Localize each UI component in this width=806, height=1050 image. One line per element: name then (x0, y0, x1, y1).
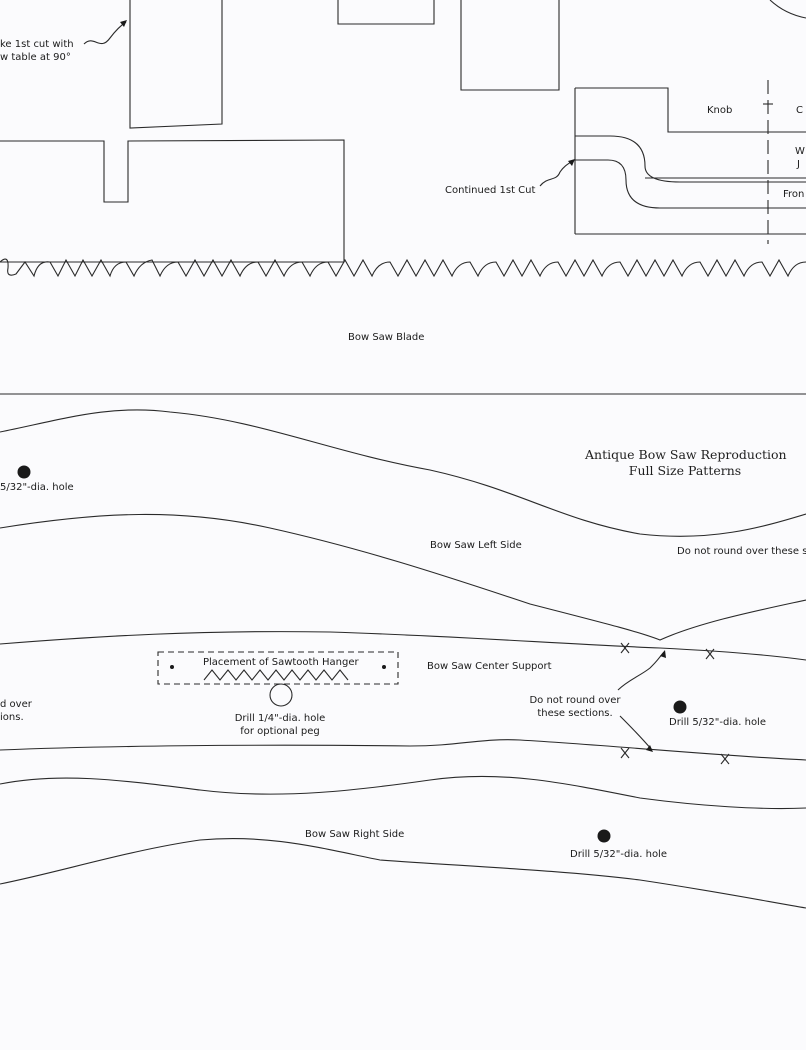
x-mark (620, 642, 630, 654)
label-make-cut-line1: ke 1st cut with (0, 39, 74, 50)
label-drill-lower: Drill 5/32"-dia. hole (570, 849, 667, 860)
sawtooth-hanger-zigzag (203, 669, 349, 681)
hanger-nail-dot (170, 665, 174, 669)
label-do-not-round-line1: Do not round over (529, 695, 621, 706)
label-knob: Knob (707, 105, 733, 116)
block-outline-top-middle (337, 0, 435, 25)
leader-arrow-make-cut (83, 21, 127, 45)
center-support-bottom-curve (0, 739, 806, 761)
center-support-top-curve (0, 631, 806, 661)
left-side-bottom-curve (0, 513, 806, 641)
leader-arrow-continued-cut (539, 159, 575, 187)
label-make-cut-line2: w table at 90° (0, 52, 71, 63)
leader-arrow-round-down (619, 715, 653, 751)
drill-hole-center-support (673, 700, 687, 714)
handle-curve-lower (575, 159, 806, 209)
sheet-subtitle: Full Size Patterns (628, 463, 742, 478)
label-continued-cut: Continued 1st Cut (445, 185, 536, 196)
arrowhead (568, 159, 575, 166)
label-do-not-round-line2: these sections. (537, 708, 613, 719)
label-edge-c: C (796, 105, 803, 116)
notched-block (0, 139, 345, 263)
label-right-side: Bow Saw Right Side (305, 829, 405, 840)
saw-blade-teeth (0, 258, 806, 278)
leader-arrow-round-up (617, 651, 665, 691)
arrowhead (646, 745, 653, 752)
arrowhead (660, 650, 666, 658)
label-left-side: Bow Saw Left Side (430, 540, 522, 551)
block-outline-top-left (129, 0, 223, 129)
label-sawtooth-hanger: Placement of Sawtooth Hanger (203, 657, 359, 668)
label-bow-saw-blade: Bow Saw Blade (348, 332, 425, 343)
label-edge-w: W (795, 146, 805, 157)
label-drill-quarter-line2: for optional peg (240, 726, 320, 737)
label-center-support: Bow Saw Center Support (427, 661, 552, 672)
knob-block (575, 87, 806, 133)
right-side-bottom-curve (0, 838, 806, 909)
label-hole-left-top: 5/32"-dia. hole (0, 482, 74, 493)
left-side-top-curve (0, 409, 806, 537)
label-edge-front: Fron (783, 189, 805, 200)
label-drill-upper: Drill 5/32"-dia. hole (669, 717, 766, 728)
right-side-top-curve (0, 775, 806, 810)
sheet-title: Antique Bow Saw Reproduction (585, 447, 787, 462)
optional-peg-hole (269, 683, 293, 707)
hanger-nail-dot (382, 665, 386, 669)
arrowhead (120, 20, 127, 27)
x-mark (720, 753, 730, 765)
label-do-not-round-top: Do not round over these s (677, 546, 806, 557)
label-edge-j: J (797, 159, 800, 170)
x-mark (620, 747, 630, 759)
handle-curve-upper (575, 135, 806, 183)
label-left-edge-line1: d over (0, 699, 32, 710)
x-mark (705, 648, 715, 660)
label-drill-quarter-line1: Drill 1/4"-dia. hole (234, 713, 326, 724)
block-outline-top-right (460, 0, 560, 91)
label-left-edge-line2: ions. (0, 712, 24, 723)
drill-hole-right-side (597, 829, 611, 843)
corner-arc (769, 0, 806, 19)
drill-hole-left-side (17, 465, 31, 479)
